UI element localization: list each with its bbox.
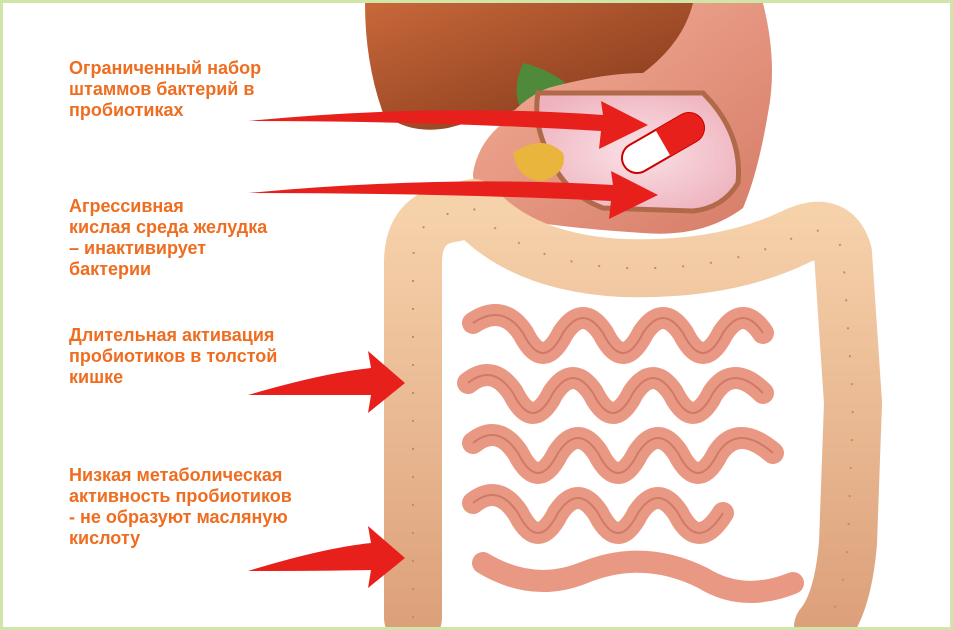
- annotation-limited-strains: Ограниченный набор штаммов бактерий в пр…: [69, 58, 369, 121]
- annotation-colon-activation: Длительная активация пробиотиков в толст…: [69, 325, 369, 388]
- small-intestine: [468, 315, 793, 592]
- annotation-metabolic-activity: Низкая метаболическая активность пробиот…: [69, 465, 369, 549]
- annotation-stomach-acid: Агрессивная кислая среда желудка – инакт…: [69, 196, 369, 280]
